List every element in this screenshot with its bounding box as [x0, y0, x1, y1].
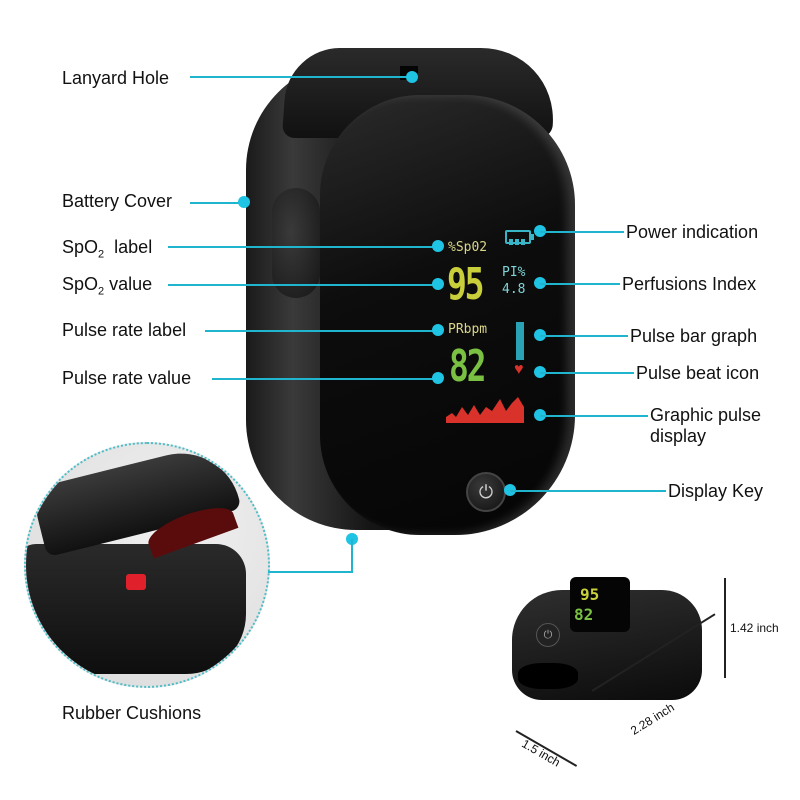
- screen-spo2-label: %Sp02: [448, 240, 488, 255]
- callout-line: [351, 539, 353, 572]
- label-power-indication: Power indication: [626, 222, 759, 242]
- label-rubber-cushions: Rubber Cushions: [62, 703, 202, 723]
- inset-red-sensor: [126, 574, 146, 590]
- small-oximeter-illustration: 95 82 ⏻: [512, 575, 702, 710]
- callout-line: [540, 372, 634, 374]
- callout-dot: [238, 196, 250, 208]
- inset-lid: [30, 444, 242, 558]
- callout-line: [540, 231, 624, 233]
- rubber-cushion-inset: [24, 442, 270, 688]
- inset-base: [26, 544, 246, 674]
- screen-pr-label: PRbpm: [448, 322, 488, 337]
- label-perfusions-index: Perfusions Index: [622, 274, 757, 294]
- small-pr-value: 82: [574, 605, 594, 624]
- heart-icon: ♥: [514, 361, 524, 378]
- callout-line: [168, 284, 436, 286]
- text: label: [104, 237, 153, 257]
- dimension-width: 1.5 inch: [519, 736, 563, 770]
- screen-pr-value: 82: [449, 341, 486, 392]
- screen-pi-value: 4.8: [502, 282, 526, 297]
- label-pulse-rate-label: Pulse rate label: [62, 320, 187, 340]
- callout-line: [540, 335, 628, 337]
- callout-line: [168, 246, 436, 248]
- battery-cover: [272, 188, 320, 298]
- label-pulse-rate-value: Pulse rate value: [62, 368, 192, 388]
- callout-dot: [432, 240, 444, 252]
- dimension-height: 1.42 inch: [730, 621, 779, 635]
- callout-line: [510, 490, 666, 492]
- callout-dot: [432, 278, 444, 290]
- text: SpO: [62, 274, 99, 294]
- subscript: 2: [98, 285, 105, 298]
- label-lanyard-hole: Lanyard Hole: [62, 68, 170, 88]
- oximeter-face: [320, 95, 575, 535]
- callout-line: [540, 283, 620, 285]
- label-display-key: Display Key: [668, 481, 764, 501]
- small-device-screen: [570, 577, 630, 632]
- small-power-icon: ⏻: [536, 623, 560, 647]
- pulse-bar-graph: [516, 322, 524, 360]
- callout-dot: [432, 372, 444, 384]
- label-spo2-label: SpO2 label: [62, 237, 152, 265]
- label-pulse-beat-icon: Pulse beat icon: [636, 363, 760, 383]
- callout-dot: [406, 71, 418, 83]
- subscript: 2: [98, 248, 105, 261]
- callout-line: [540, 415, 648, 417]
- text: value: [104, 274, 153, 294]
- text: SpO: [62, 237, 99, 257]
- battery-icon: [505, 230, 534, 245]
- screen-spo2-value: 95: [447, 259, 484, 310]
- callout-dot: [432, 324, 444, 336]
- label-battery-cover: Battery Cover: [62, 191, 173, 211]
- callout-line: [268, 571, 353, 573]
- callout-line: [190, 202, 242, 204]
- small-finger-slot: [518, 663, 578, 689]
- label-graphic-pulse-display-line2: display: [650, 426, 707, 446]
- label-spo2-value: SpO2 value: [62, 274, 152, 302]
- callout-line: [190, 76, 412, 78]
- callout-line: [212, 378, 436, 380]
- small-spo2-value: 95: [580, 585, 600, 604]
- display-key-button[interactable]: ⏻: [466, 472, 506, 512]
- label-graphic-pulse-display: Graphic pulse: [650, 405, 762, 425]
- pulse-waveform-icon: [446, 397, 524, 423]
- callout-line: [205, 330, 436, 332]
- label-pulse-bar-graph: Pulse bar graph: [630, 326, 758, 346]
- height-arrow: [724, 578, 726, 678]
- screen-pi-label: PI%: [502, 265, 526, 280]
